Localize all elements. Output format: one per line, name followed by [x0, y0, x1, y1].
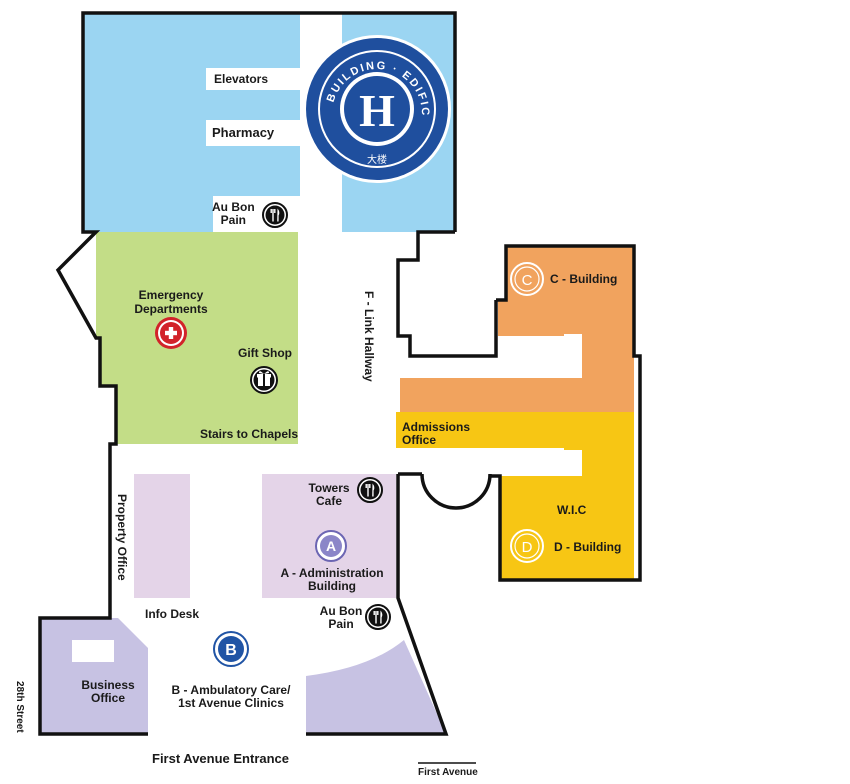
fork-knife-icon: [365, 604, 391, 630]
label-b-building: B - Ambulatory Care/ 1st Avenue Clinics: [171, 683, 291, 710]
emergency-zone: [96, 232, 298, 444]
label-property-office: Property Office: [115, 494, 129, 581]
label-admissions-office: Admissions Office: [402, 420, 471, 447]
label-a-building: A - Administration Building: [280, 566, 384, 593]
building-a-badge: A: [315, 530, 347, 562]
svg-text:B: B: [225, 642, 237, 659]
label-d-building: D - Building: [554, 540, 622, 554]
c-building-zone: [400, 246, 634, 412]
label-gift-shop: Gift Shop: [238, 346, 292, 360]
b-building-zone: [306, 640, 446, 734]
a-building-zone: [134, 474, 396, 598]
business-office-zone: [40, 618, 148, 734]
svg-text:D: D: [522, 539, 533, 556]
label-f-link-hallway: F - Link Hallway: [362, 291, 376, 382]
label-first-avenue: First Avenue: [418, 767, 478, 778]
red-cross-icon: [155, 317, 187, 349]
label-c-building: C - Building: [550, 272, 618, 286]
label-towers-cafe: Towers Cafe: [308, 481, 350, 508]
gift-box-icon: [250, 366, 278, 394]
label-business-office: Business Office: [81, 678, 135, 705]
svg-text:H: H: [359, 85, 395, 136]
label-stairs-to-chapels: Stairs to Chapels: [200, 427, 299, 441]
label-emergency: Emergency Departments: [134, 288, 208, 316]
svg-text:大楼: 大楼: [367, 153, 387, 166]
label-pharmacy: Pharmacy: [212, 125, 275, 140]
label-28th-street: 28th Street: [14, 681, 25, 733]
building-d-badge: D: [510, 529, 544, 563]
label-au-bon-pain-bottom: Au Bon Pain: [319, 604, 363, 631]
svg-text:C: C: [522, 272, 533, 289]
label-info-desk: Info Desk: [145, 607, 200, 621]
label-first-avenue-entrance: First Avenue Entrance: [152, 751, 290, 766]
fork-knife-icon: [357, 477, 383, 503]
label-au-bon-pain-top: Au Bon Pain: [212, 200, 255, 227]
building-c-badge: C: [510, 262, 544, 296]
fork-knife-icon: [262, 202, 288, 228]
svg-text:A: A: [326, 538, 336, 554]
label-elevators: Elevators: [214, 72, 269, 86]
building-b-badge: B: [213, 631, 249, 667]
label-wic: W.I.C: [557, 503, 587, 517]
